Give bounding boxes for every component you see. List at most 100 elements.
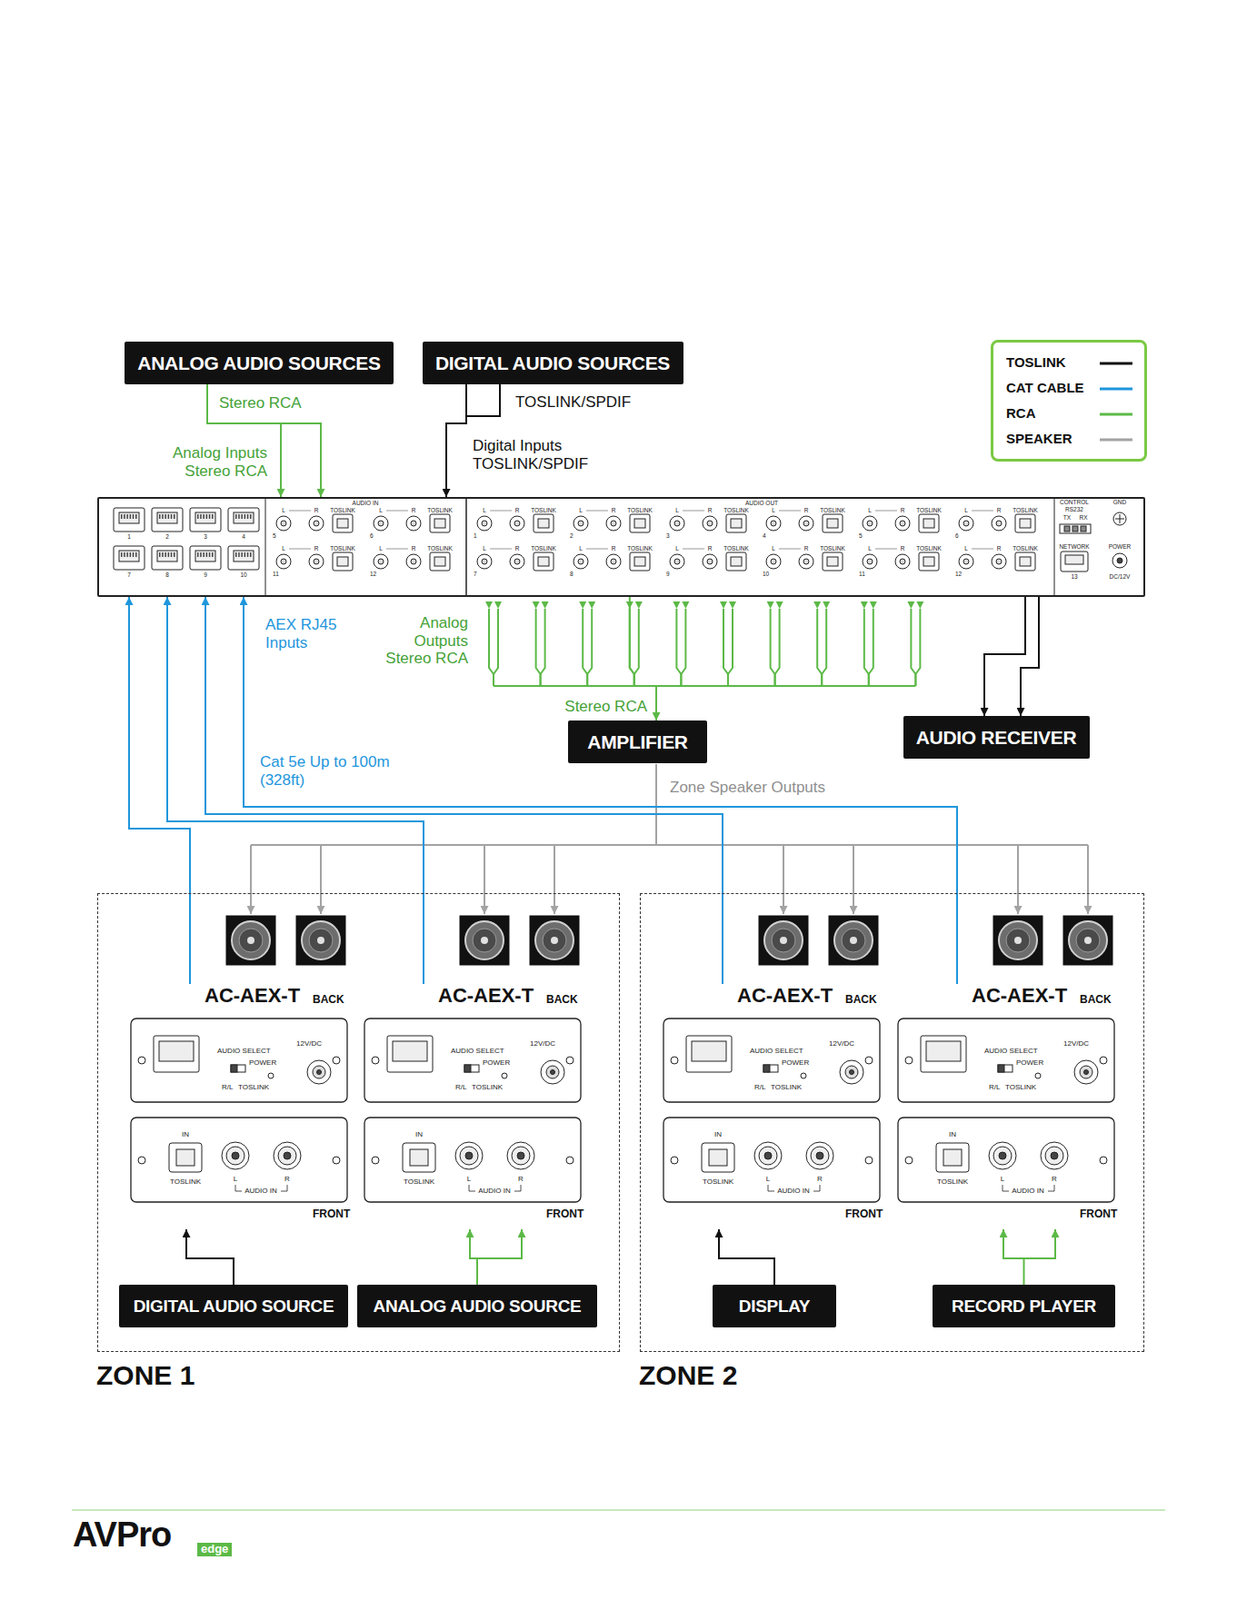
rca-jack	[996, 520, 1002, 527]
rca-jack	[991, 516, 1007, 531]
source-box: DIGITAL AUDIO SOURCE	[119, 1285, 349, 1328]
plate-label: POWER	[482, 1058, 510, 1068]
speaker	[529, 916, 579, 966]
power-jack	[1074, 1060, 1098, 1085]
legend-line	[1099, 388, 1133, 391]
plate-screw	[332, 1057, 340, 1065]
rca-jack	[373, 516, 389, 531]
rj45-pin	[126, 514, 129, 519]
plate-screw	[1099, 1057, 1108, 1065]
speaker-wire	[655, 764, 658, 846]
rca-jack	[707, 558, 713, 565]
rca-jack	[988, 1142, 1017, 1170]
legend-line	[1098, 435, 1134, 445]
port-label: TOSLINK	[427, 507, 453, 514]
front-plate	[364, 1117, 581, 1203]
rj45-pin	[135, 552, 138, 558]
section-label: AUDIO IN	[352, 499, 380, 507]
power-led	[800, 1073, 807, 1079]
rj45-pin	[168, 552, 170, 558]
rca-jack	[511, 1147, 530, 1166]
rca-jack	[578, 520, 584, 527]
plate-screw	[138, 1057, 146, 1065]
rca-cable	[775, 608, 780, 687]
player-box: RECORD PLAYER	[932, 1285, 1116, 1328]
plate-label: POWER	[1016, 1058, 1044, 1068]
node-label: ANALOG AUDIO SOURCE	[373, 1296, 582, 1317]
connector-group	[984, 597, 1039, 717]
speaker-cone	[841, 928, 866, 953]
rj45-port	[157, 512, 178, 524]
rca-jack	[280, 558, 287, 565]
rj45-port	[195, 550, 216, 562]
rj45-pin	[209, 552, 211, 558]
rca-jack	[862, 554, 878, 569]
channel-label: L	[867, 507, 872, 514]
output-marker	[541, 601, 549, 609]
rj45-pin	[238, 552, 240, 558]
plate-label: 12V/DC	[828, 1039, 855, 1048]
rca-jack	[674, 558, 680, 565]
rca-cable	[915, 608, 920, 687]
power-jack	[546, 1066, 559, 1079]
front-plate	[897, 1117, 1115, 1203]
plate-screw	[371, 1157, 380, 1165]
legend-line	[1098, 359, 1134, 369]
speaker	[296, 916, 346, 966]
rca-jack	[477, 516, 492, 531]
plate-label: AUDIO IN	[244, 1187, 278, 1196]
label-rule	[875, 548, 898, 550]
rca-jack	[313, 520, 320, 527]
node-label: AMPLIFIER	[587, 731, 688, 754]
rca-jack	[313, 558, 320, 565]
rj45-pin	[247, 514, 250, 519]
rj45-port	[113, 508, 145, 532]
plate-screw	[905, 1157, 913, 1165]
plate-screw	[332, 1157, 340, 1165]
toslink-port	[827, 518, 838, 529]
plate-label: IN	[181, 1130, 190, 1139]
port-label: TOSLINK	[427, 545, 453, 552]
toslink-port	[827, 557, 838, 567]
receiver-box: AUDIO RECEIVER	[903, 716, 1090, 759]
bracket	[235, 1185, 242, 1192]
rj45-port	[119, 512, 140, 524]
port-label: TOSLINK	[916, 507, 942, 514]
speaker-cone	[231, 921, 270, 960]
side-label: BACK	[845, 994, 878, 1008]
toslink-port	[434, 557, 446, 567]
plate-label: R/L	[988, 1083, 1000, 1092]
rj45-pin	[170, 552, 173, 558]
rj45-port	[233, 512, 254, 524]
toslink-port	[1015, 514, 1036, 533]
rj45-pin	[173, 514, 176, 519]
channel-label: L	[964, 545, 968, 552]
channel-number: 1	[473, 532, 478, 539]
channel-label: L	[578, 507, 583, 514]
toslink-port	[533, 514, 554, 533]
panel-label: DC/12V	[1109, 573, 1131, 580]
channel-label: L	[578, 545, 583, 552]
rca-jack	[273, 1142, 301, 1170]
bracket	[280, 1185, 288, 1192]
terminal	[1080, 526, 1087, 532]
rca-jack	[514, 520, 520, 527]
rca-jack	[573, 554, 589, 569]
port-number: 3	[203, 533, 208, 540]
output-marker	[578, 601, 587, 609]
toslink-port	[822, 514, 843, 533]
panel-divider	[1054, 498, 1056, 596]
speaker-wire	[319, 845, 322, 915]
section-label: AUDIO OUT	[745, 499, 779, 507]
rca-jack	[231, 1152, 240, 1160]
connector	[1003, 1229, 1025, 1286]
label-rule	[682, 510, 705, 512]
channel-label: L	[281, 507, 286, 514]
speaker-cone	[1068, 921, 1108, 960]
plate-label: L	[766, 1175, 770, 1184]
rj45-port	[228, 546, 260, 570]
speaker-cone	[239, 928, 263, 953]
speaker-dome	[779, 937, 788, 945]
power-jack	[1117, 558, 1123, 564]
plate-label: R	[284, 1175, 290, 1184]
